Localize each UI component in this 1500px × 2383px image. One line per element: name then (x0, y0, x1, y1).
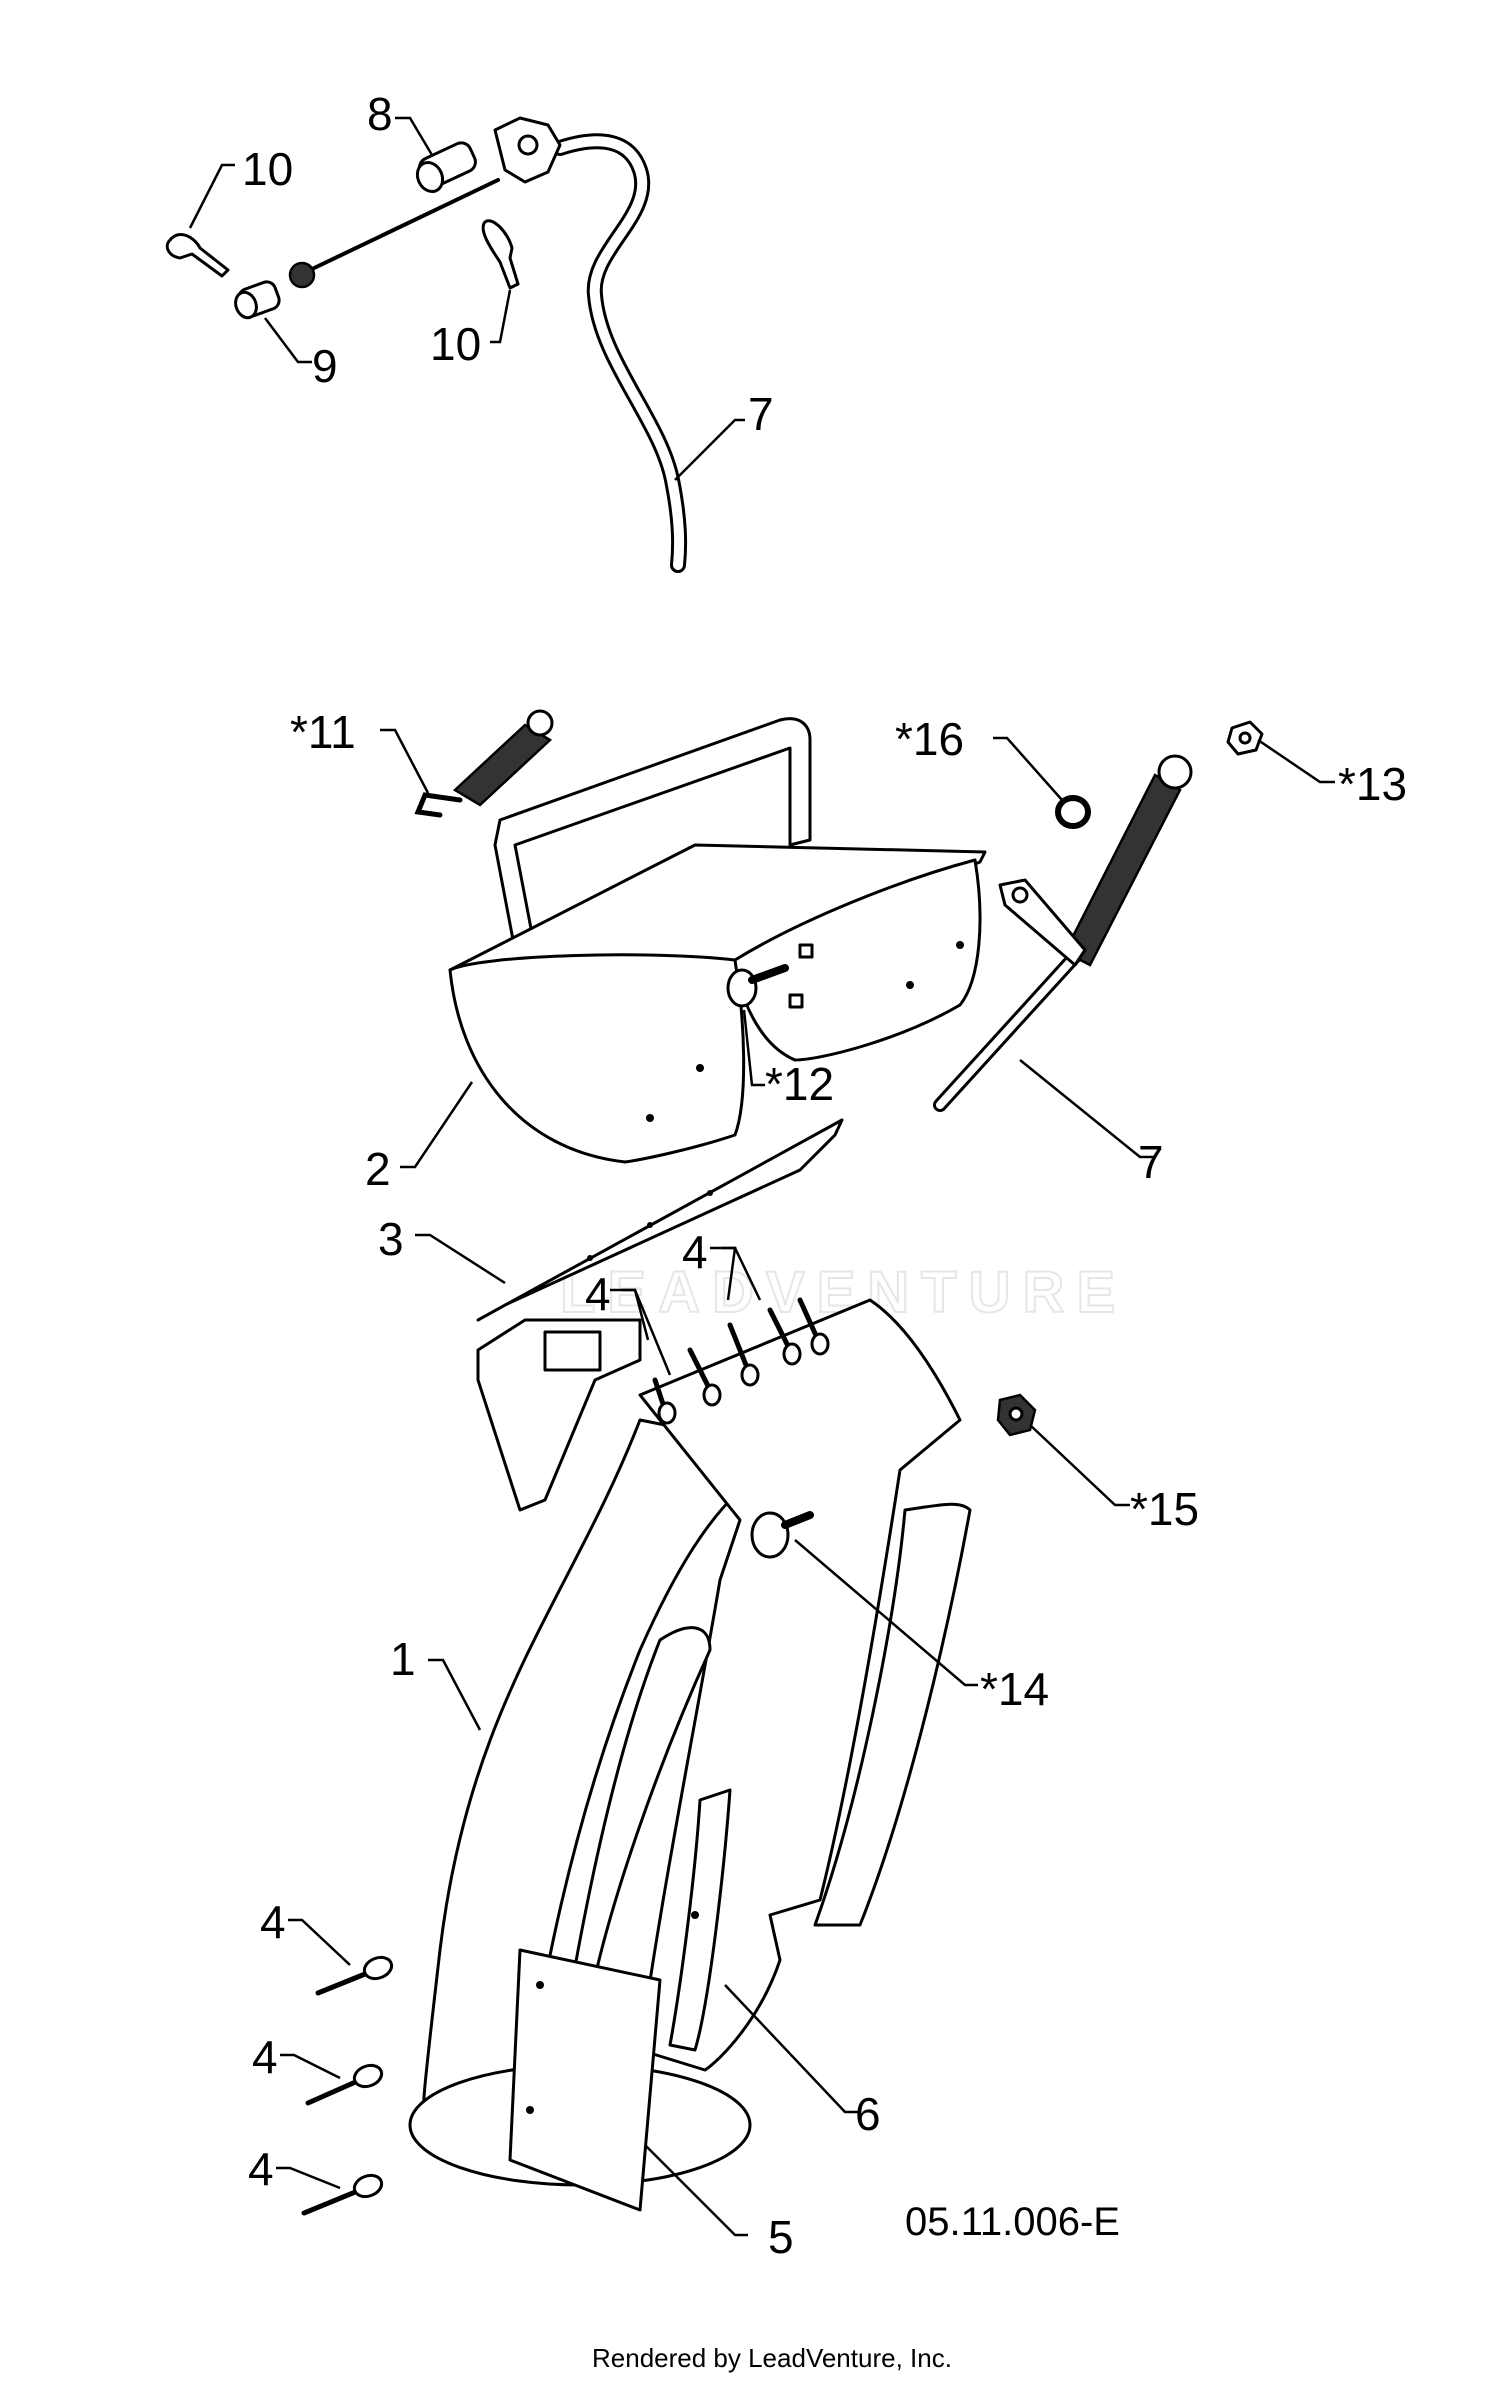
callout-4a: 4 (682, 1226, 708, 1278)
deflector-hole-3 (906, 981, 914, 989)
chute-assembly (301, 1297, 1037, 2216)
chute-half-6 (668, 1788, 732, 2052)
chute-right-flange (813, 1502, 972, 1927)
bracket-hole (517, 134, 539, 156)
deflector-slot-2 (788, 993, 804, 1009)
callout-4c: 4 (260, 1896, 286, 1948)
deflector-hole-2 (646, 1114, 654, 1122)
washer-16 (1055, 795, 1091, 829)
spring-coil (452, 723, 553, 807)
callout-1: 1 (390, 1633, 416, 1685)
control-rod-lower (933, 754, 1193, 1112)
deflector-hole-1 (696, 1064, 704, 1072)
rod-ferrule (288, 261, 316, 289)
callout-7b: 7 (1138, 1136, 1164, 1188)
callout-9: 9 (312, 340, 338, 392)
callout-3: 3 (378, 1213, 404, 1265)
callout-2: 2 (365, 1143, 391, 1195)
plate-hole-2 (647, 1222, 653, 1228)
callout-10b: 10 (430, 318, 481, 370)
deflector-assembly (448, 717, 987, 1164)
pivot-bushing (726, 968, 758, 1008)
half5-hole-1 (536, 1981, 544, 1989)
rivets-left (301, 1955, 394, 2216)
control-cable-inner (555, 136, 685, 570)
callout-4d: 4 (252, 2031, 278, 2083)
nut-13-hole (1238, 731, 1252, 745)
deflector-plate (476, 1118, 844, 1322)
callout-15: *15 (1130, 1483, 1199, 1535)
callout-11: *11 (290, 706, 356, 758)
callout-8: 8 (367, 88, 393, 140)
footer-credit: Rendered by LeadVenture, Inc. (592, 2343, 952, 2373)
rod-bracket-hole (1011, 886, 1029, 904)
chute-inner-guide (568, 1626, 712, 2002)
nut-15-hole (1008, 1406, 1024, 1422)
callout-6: 6 (855, 2088, 881, 2140)
cable-rod (308, 178, 500, 272)
control-cable-assembly (165, 116, 688, 573)
half5-hole-2 (526, 2106, 534, 2114)
callout-4b: 4 (585, 1268, 611, 1320)
callout-7a: 7 (748, 388, 774, 440)
bolt-14-shank (781, 1511, 814, 1529)
deflector-hole-4 (956, 941, 964, 949)
callout-16: *16 (895, 713, 964, 765)
hairpin-clip-right (481, 219, 520, 290)
plate-hole-1 (587, 1255, 593, 1261)
rod-end-cap (1157, 754, 1193, 790)
callout-labels: 8 10 9 10 7 *11 *16 *13 2 *12 7 3 4 4 *1… (242, 88, 1407, 2263)
hairpin-clip-left (165, 233, 230, 278)
spring-11 (414, 709, 554, 818)
callout-12: *12 (765, 1058, 834, 1110)
callout-4e: 4 (248, 2143, 274, 2195)
callout-14: *14 (980, 1663, 1049, 1715)
bolt-14-head (750, 1511, 790, 1559)
callout-10a: 10 (242, 143, 293, 195)
rivets-top (652, 1297, 830, 1425)
pivot-shaft (748, 964, 789, 984)
rod-spring-sleeve (1063, 773, 1182, 967)
plate-hole-3 (707, 1190, 713, 1196)
deflector-left-cup (448, 953, 746, 1164)
spring-hook (414, 792, 463, 818)
half6-hole (691, 1911, 699, 1919)
chute-top-opening (543, 1330, 602, 1372)
spring-end-loop (526, 709, 554, 737)
pin-8 (415, 141, 477, 194)
leader-lines (188, 116, 1335, 2237)
drawing-number: 05.11.006-E (905, 2200, 1120, 2244)
deflector-slot-1 (798, 943, 814, 959)
callout-13: *13 (1338, 758, 1407, 810)
pin-9 (234, 280, 281, 320)
control-rod-inner (936, 936, 1094, 1109)
chute-half-5 (508, 1948, 662, 2212)
deflector-right-cup (733, 858, 982, 1062)
callout-5: 5 (768, 2211, 794, 2263)
control-cable (552, 133, 688, 573)
